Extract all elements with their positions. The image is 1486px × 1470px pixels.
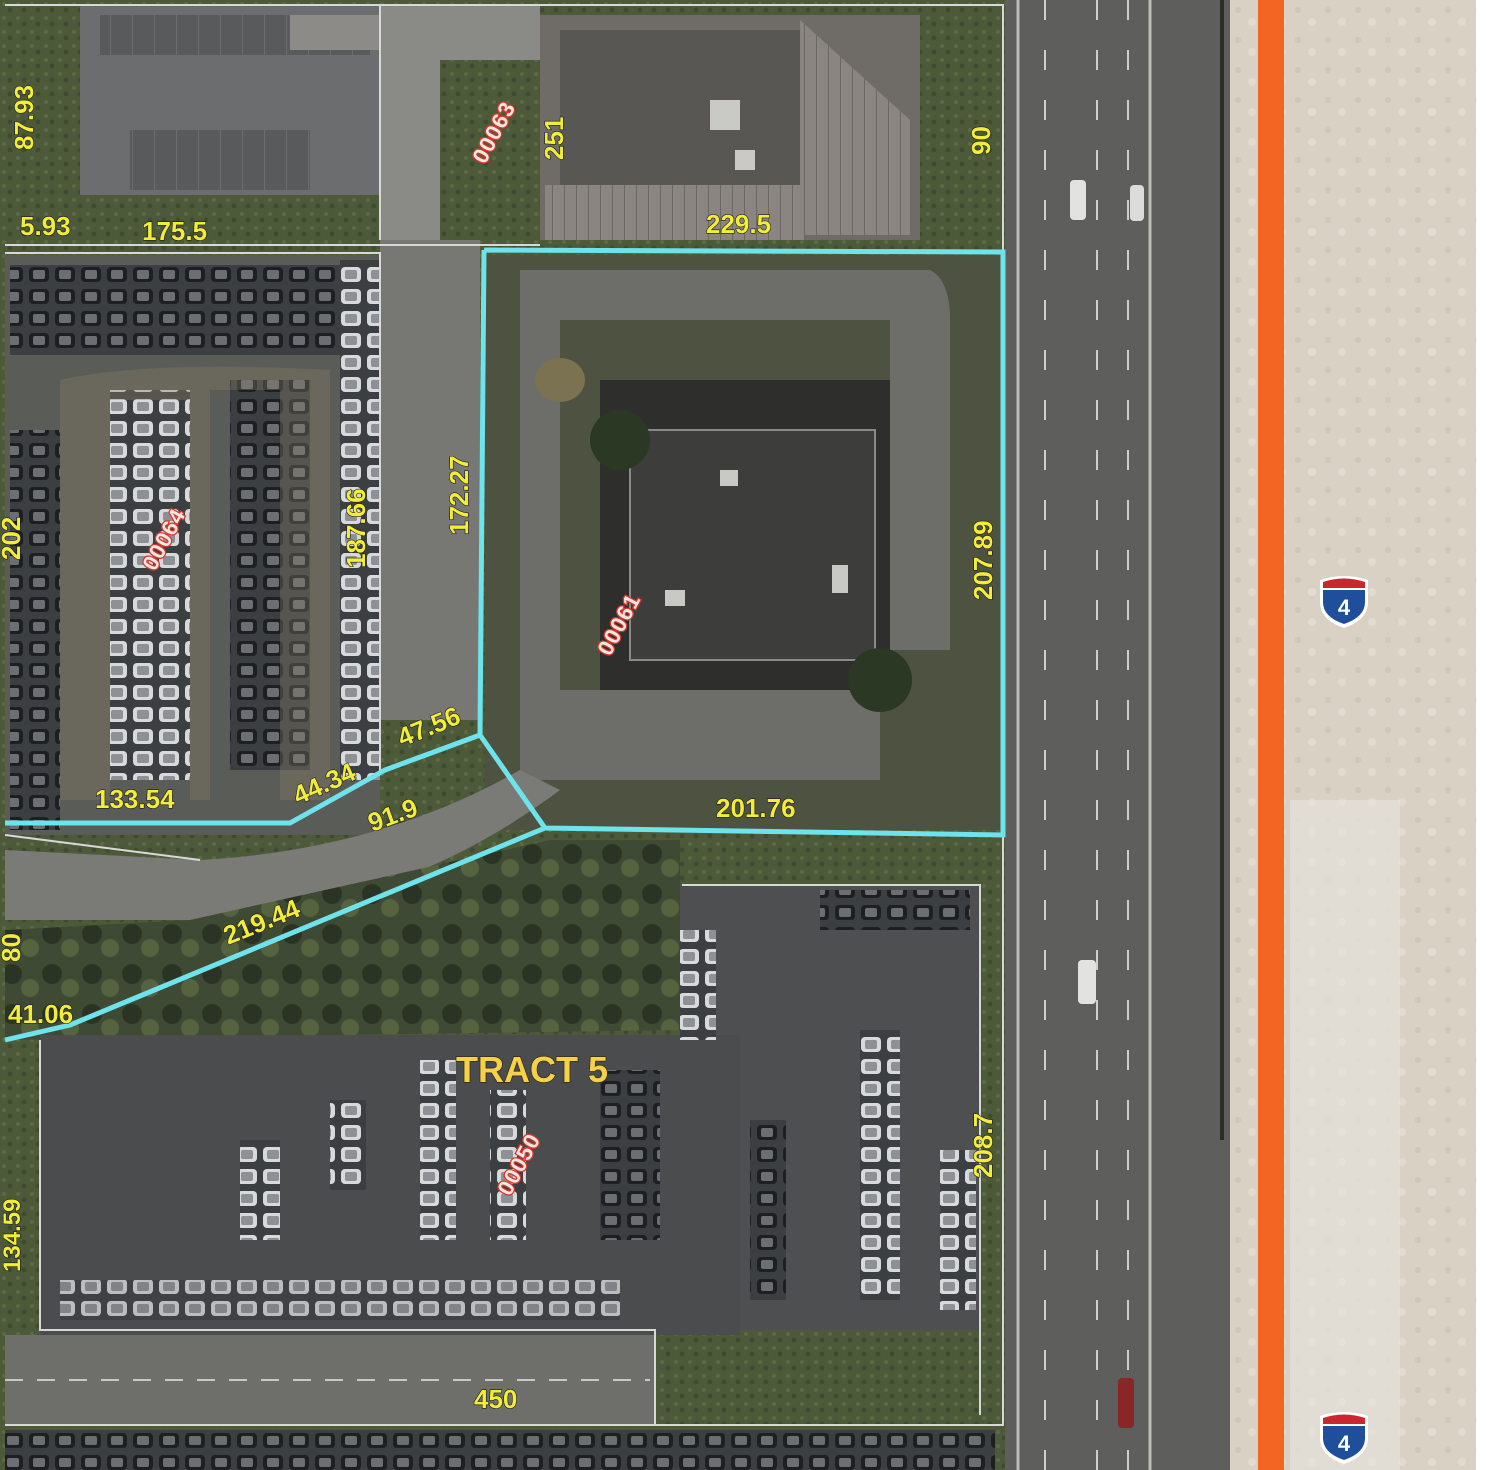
dimension-label: 450 [474, 1384, 517, 1414]
interstate-route-number: 4 [1338, 1431, 1351, 1456]
interstate-shield-icon: 4 [1320, 576, 1368, 628]
dimension-label: 87.93 [9, 85, 39, 150]
tract-5-boundary[interactable] [4, 825, 546, 1043]
interstate-shield-icon: 4 [1320, 1412, 1368, 1464]
dimension-label: 133.54 [95, 784, 175, 814]
dimension-label: 202 [0, 517, 26, 560]
parcel-00064-boundary[interactable] [5, 732, 481, 826]
dimension-label: 41.06 [8, 999, 73, 1029]
dimension-label: 207.89 [968, 520, 998, 600]
dimension-label: 208.7 [968, 1113, 998, 1178]
dimension-label: 201.76 [716, 793, 796, 823]
dimension-label: 229.5 [706, 209, 771, 239]
dimension-label: 251 [539, 117, 569, 160]
lot-lines [4, 4, 1004, 1426]
tract-label: TRACT 5 [456, 1049, 608, 1090]
dimension-label: 187.66 [341, 488, 371, 568]
interstate-route-number: 4 [1338, 595, 1351, 620]
dimension-label: 175.5 [142, 216, 207, 246]
parcel-boundaries[interactable] [4, 247, 1006, 1043]
interstate-corridor-line [1258, 0, 1284, 1470]
dimension-label: 90 [966, 126, 996, 155]
dimension-label: 5.93 [20, 211, 71, 241]
parcel-00061-boundary[interactable] [477, 247, 1006, 838]
dimension-label: 134.59 [0, 1199, 26, 1272]
dimension-label: 172.27 [444, 455, 474, 535]
dimension-label: 80 [0, 933, 26, 962]
